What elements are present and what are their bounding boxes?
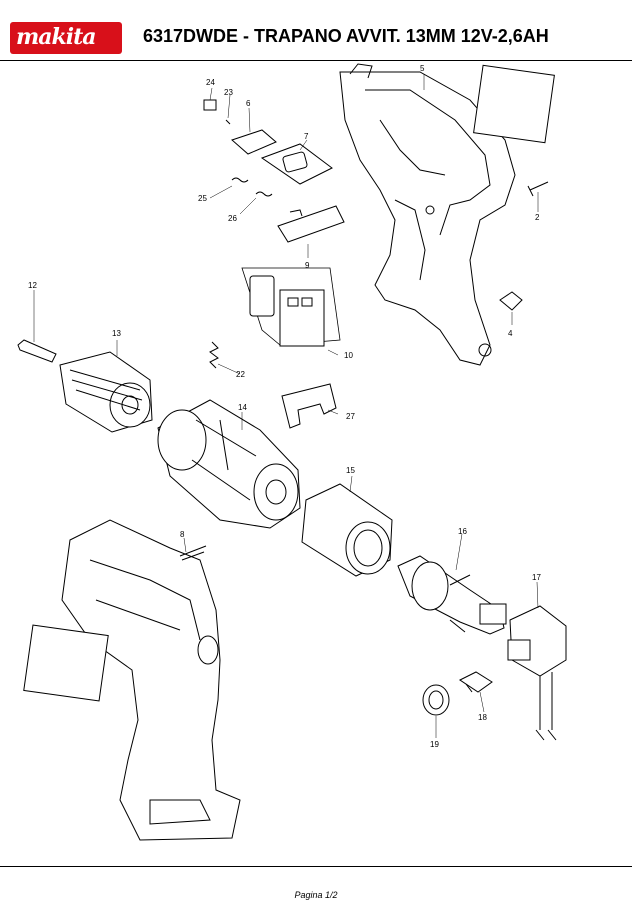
part-19-cap — [422, 684, 450, 716]
part-12-screw — [17, 290, 57, 363]
part-17-brush-holder — [507, 605, 567, 741]
part-10-switch — [241, 267, 341, 347]
part-18-brush — [459, 671, 493, 693]
small-parts-group — [203, 99, 345, 243]
callout-14: 14 — [238, 403, 247, 412]
callout-23: 23 — [224, 88, 233, 97]
callout-13: 13 — [112, 329, 121, 338]
callout-7: 7 — [304, 132, 309, 141]
callout-26: 26 — [228, 214, 237, 223]
part-5-housing-half — [339, 63, 555, 366]
callout-9: 9 — [305, 261, 310, 270]
callout-17: 17 — [532, 573, 541, 582]
callout-6: 6 — [246, 99, 251, 108]
callout-10: 10 — [344, 351, 353, 360]
part-4-clip — [499, 291, 523, 325]
callout-4: 4 — [508, 329, 513, 338]
part-2-screw — [527, 181, 549, 212]
callout-16: 16 — [458, 527, 467, 536]
part-27-bracket — [281, 383, 337, 429]
callout-25: 25 — [198, 194, 207, 203]
callout-5: 5 — [420, 64, 425, 73]
callout-27: 27 — [346, 412, 355, 421]
callout-24: 24 — [206, 78, 215, 87]
leader-lines — [183, 74, 539, 738]
callout-12: 12 — [28, 281, 37, 290]
page-number: Pagina 1/2 — [294, 890, 338, 900]
callout-labels: 2 4 5 6 7 8 9 10 12 13 14 15 16 17 18 19… — [28, 64, 541, 749]
header-rule — [0, 60, 632, 61]
callout-15: 15 — [346, 466, 355, 475]
callout-19: 19 — [430, 740, 439, 749]
callout-18: 18 — [478, 713, 487, 722]
callout-22: 22 — [236, 370, 245, 379]
part-main-housing — [23, 519, 241, 841]
part-13-chuck — [59, 340, 153, 433]
part-16-armature — [397, 555, 507, 635]
callout-8: 8 — [180, 530, 185, 539]
callout-2: 2 — [535, 213, 540, 222]
footer-rule — [0, 866, 632, 867]
exploded-parts-diagram: 2 4 5 6 7 8 9 10 12 13 14 15 16 17 18 19… — [17, 63, 567, 841]
part-15-magnet-housing — [301, 483, 393, 577]
makita-logo: makita — [10, 22, 122, 54]
part-22-spring — [209, 341, 219, 369]
page-header: makita 6317DWDE - TRAPANO AVVIT. 13MM 12… — [0, 0, 632, 60]
page-title: 6317DWDE - TRAPANO AVVIT. 13MM 12V-2,6AH — [143, 26, 549, 46]
logo-text: makita — [16, 24, 97, 50]
part-14-gear-assembly — [157, 399, 301, 529]
